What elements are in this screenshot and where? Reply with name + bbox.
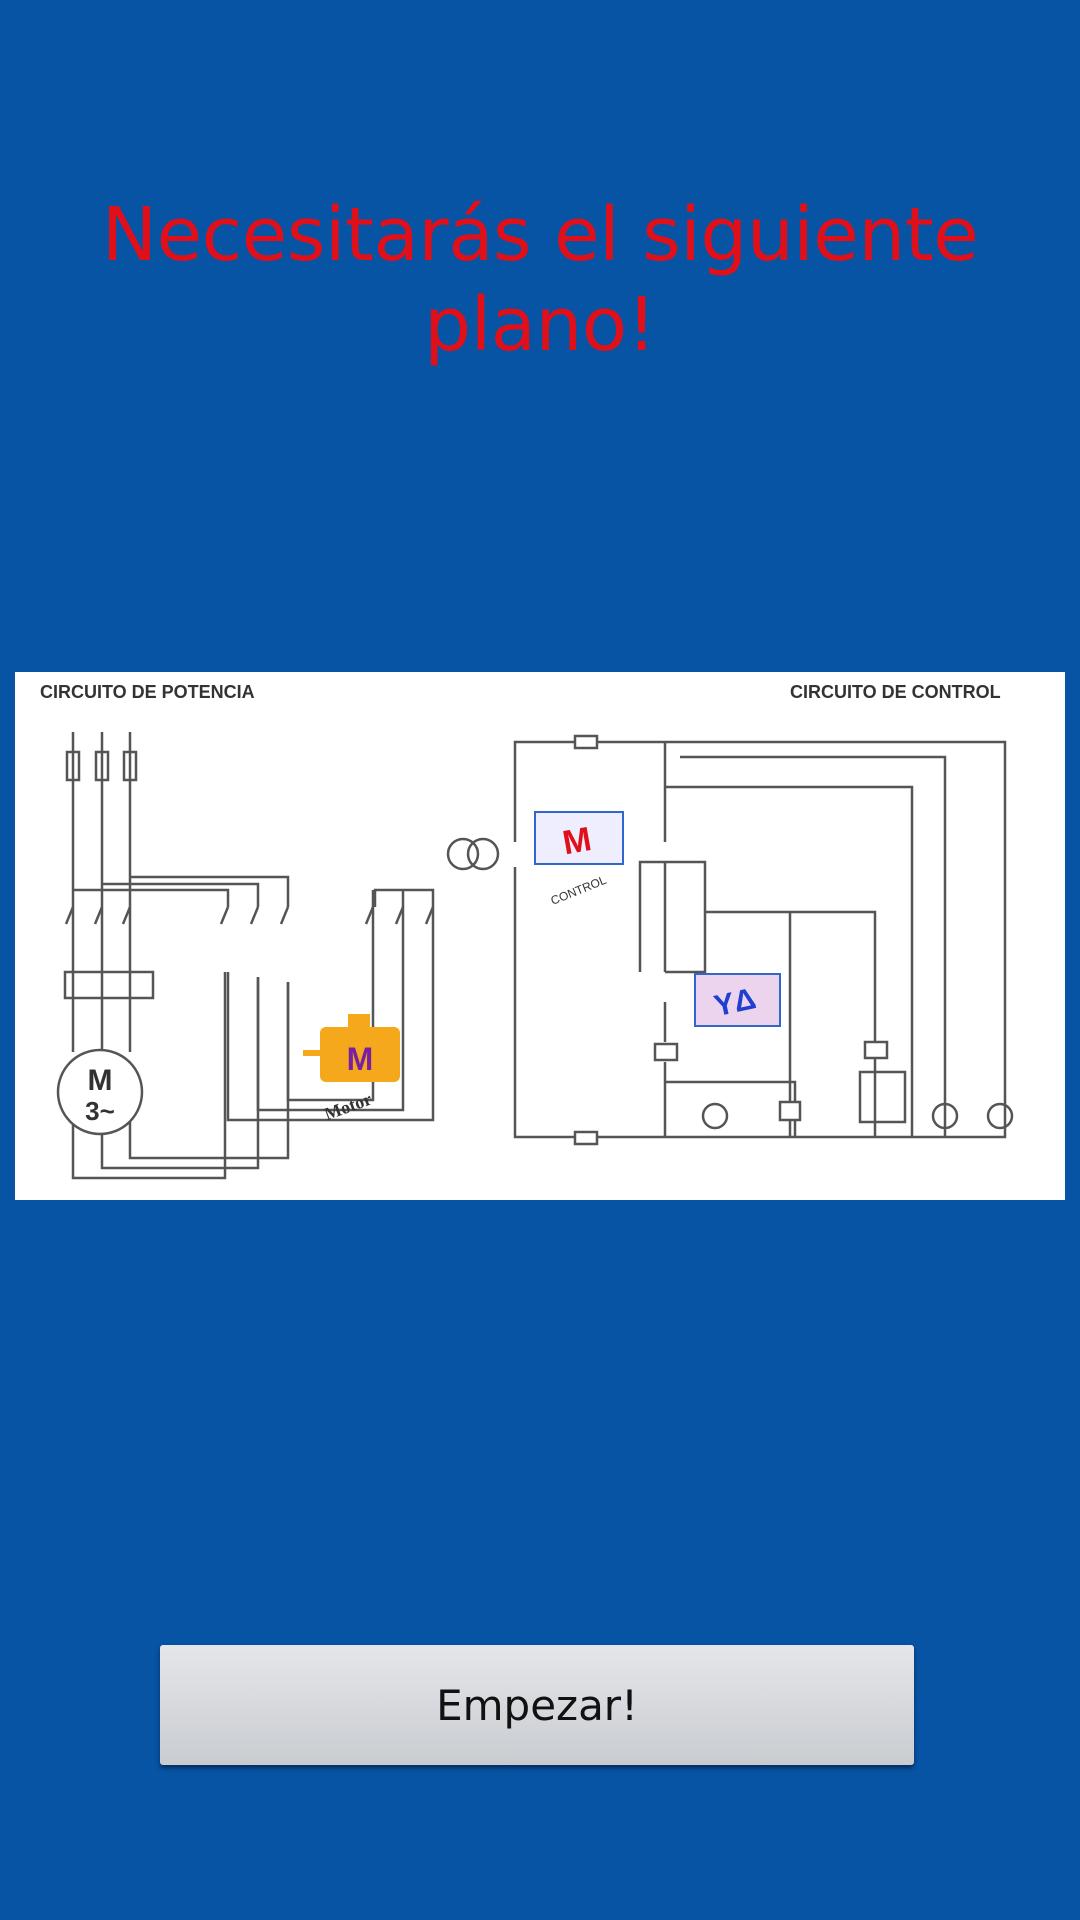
control-logo-icon: M CONTROL YΔ	[534, 811, 781, 1027]
start-button[interactable]: Empezar!	[160, 1645, 914, 1765]
motor-symbol-letter: M	[88, 1064, 113, 1097]
svg-text:M: M	[347, 1041, 374, 1077]
motor-symbol-phase: 3~	[85, 1096, 115, 1126]
control-circuit-title: CIRCUITO DE CONTROL	[790, 682, 1001, 702]
svg-text:M: M	[560, 820, 594, 862]
motor-logo-icon: M Motor	[303, 1014, 400, 1124]
page-title: Necesitarás el siguiente plano!	[101, 191, 979, 368]
control-logo-label: CONTROL	[549, 873, 609, 908]
control-circuit-wiring	[446, 734, 1014, 1146]
circuit-diagram-image: CIRCUITO DE POTENCIA CIRCUITO DE CONTROL…	[15, 672, 1065, 1200]
power-circuit-title: CIRCUITO DE POTENCIA	[40, 682, 255, 702]
